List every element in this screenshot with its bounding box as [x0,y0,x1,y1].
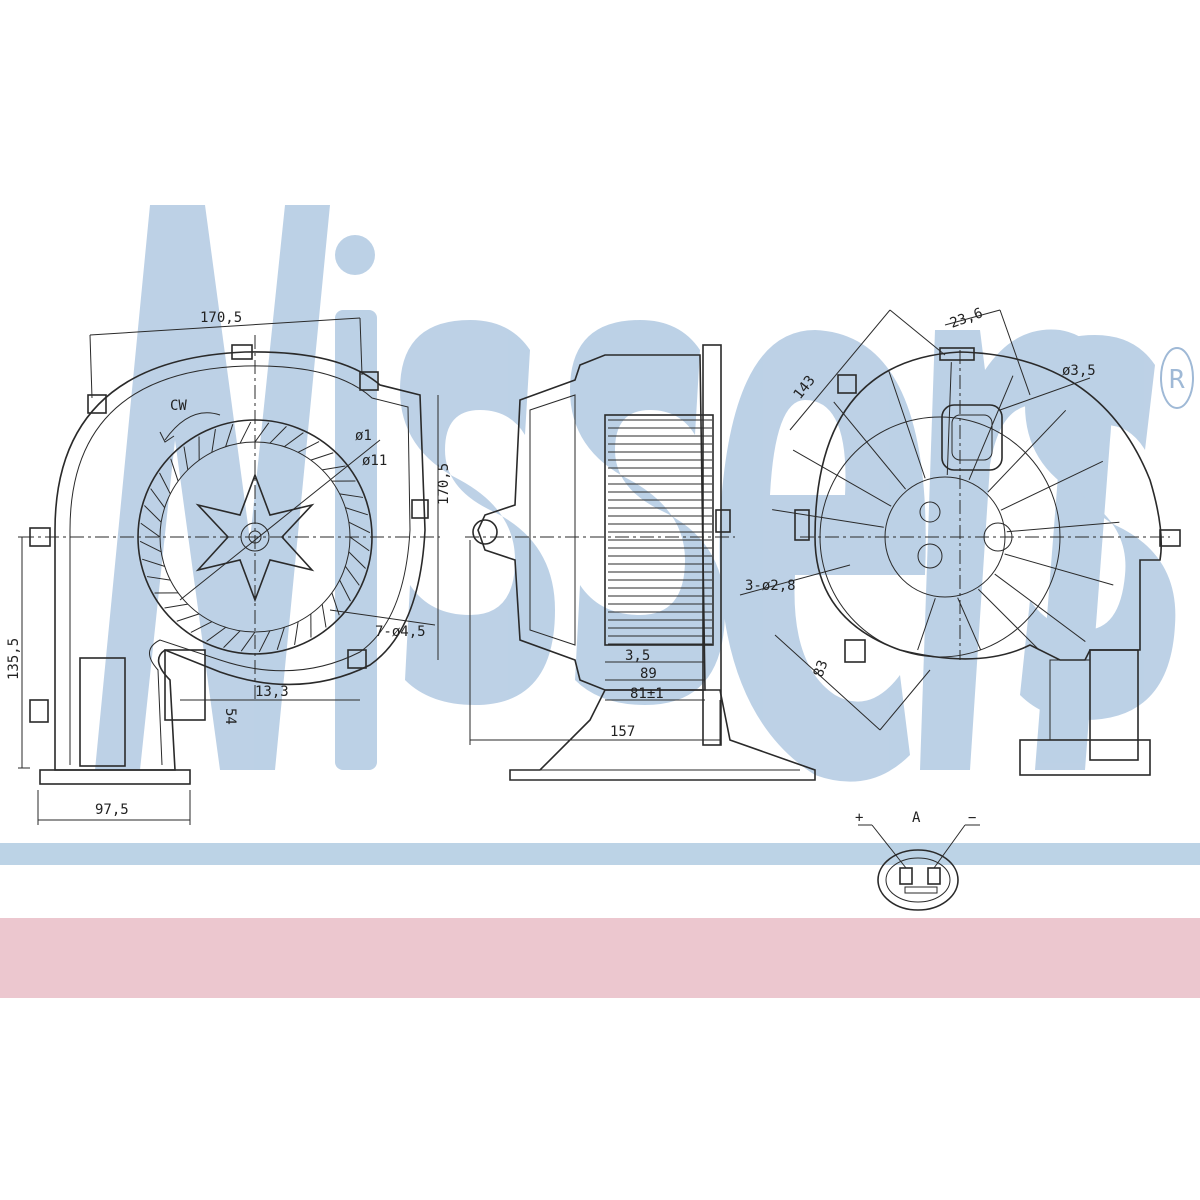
blade [284,432,304,448]
blade [348,551,366,569]
rib [917,598,936,651]
blade [339,493,364,498]
blade [349,536,370,552]
dim-holes-r: 3-ø2,8 [745,578,796,594]
registered-mark: R [1160,347,1194,409]
blade [146,576,171,581]
dim-offset: 13,3 [255,684,289,700]
blade [348,521,371,534]
dim-left-height: 135,5 [6,638,22,680]
pink-band [0,918,1200,998]
dim-outlet: 54 [222,708,238,725]
impeller-blades [139,421,371,653]
connector-label: A [912,810,921,826]
dim-top: 23,6 [948,305,985,332]
dim-bottom: 83 [811,658,832,679]
dim-width: 170,5 [200,310,242,326]
svg-text:R: R [1169,365,1185,395]
rib [833,401,906,490]
dim-base: 97,5 [95,802,129,818]
blade [276,627,285,650]
blade [159,472,171,495]
rib [888,371,926,479]
rib [977,588,1040,651]
connector-plus: + [855,810,863,826]
blade [321,604,327,628]
blade [254,422,270,443]
rib [792,449,892,507]
blade [239,421,252,444]
blade [206,626,226,642]
rear-view: 143 23,6 ø3,5 3-ø2,8 83 [739,305,1181,776]
housing-ribs [772,362,1120,651]
rib [1004,553,1114,586]
dim-hole: ø3,5 [1062,363,1096,379]
rib [994,573,1086,642]
blade [223,630,241,648]
side-view: 3,5 89 81±1 157 [465,344,816,781]
rib [968,375,1014,481]
blade [140,522,161,538]
blade [310,452,334,461]
blade [211,428,216,453]
dim-total: 157 [610,724,635,740]
blade [144,505,162,523]
blade [258,630,271,653]
dim-dia-a: ø1 [355,428,372,444]
blade [225,424,234,447]
dim-b: 89 [640,666,657,682]
blade [240,631,256,652]
blade [322,465,346,471]
watermark-logo [95,205,1176,782]
blade [164,603,188,609]
rotation-label: CW [170,398,187,414]
blade [339,579,351,602]
blue-band [0,843,1200,865]
blade [150,488,166,508]
dim-height-right: 170,5 [436,463,452,505]
front-view: 170,5 CW ø1 ø11 170,5 7-ø4,5 135,5 13,3 … [6,310,452,825]
rib [1006,521,1120,533]
blade [345,507,368,516]
impeller-fins [608,419,712,645]
dim-c: 81±1 [630,686,664,702]
dim-dia-b: ø11 [362,453,387,469]
blade [344,566,360,586]
blade [269,426,287,444]
rib [1000,460,1104,511]
blade [142,558,165,567]
rib [772,509,884,528]
blade [294,621,299,646]
blade [139,540,162,553]
blade [183,446,189,470]
rib [957,597,982,651]
blade [170,458,179,482]
rib [987,409,1067,493]
rib [946,362,952,476]
dim-a: 3,5 [625,648,650,664]
connector-minus: − [968,810,976,826]
blade [190,621,213,633]
blade [176,613,200,622]
blade [297,441,320,453]
connector-diagram: + − A [855,810,980,911]
dim-holes: 7-ø4,5 [375,624,426,640]
